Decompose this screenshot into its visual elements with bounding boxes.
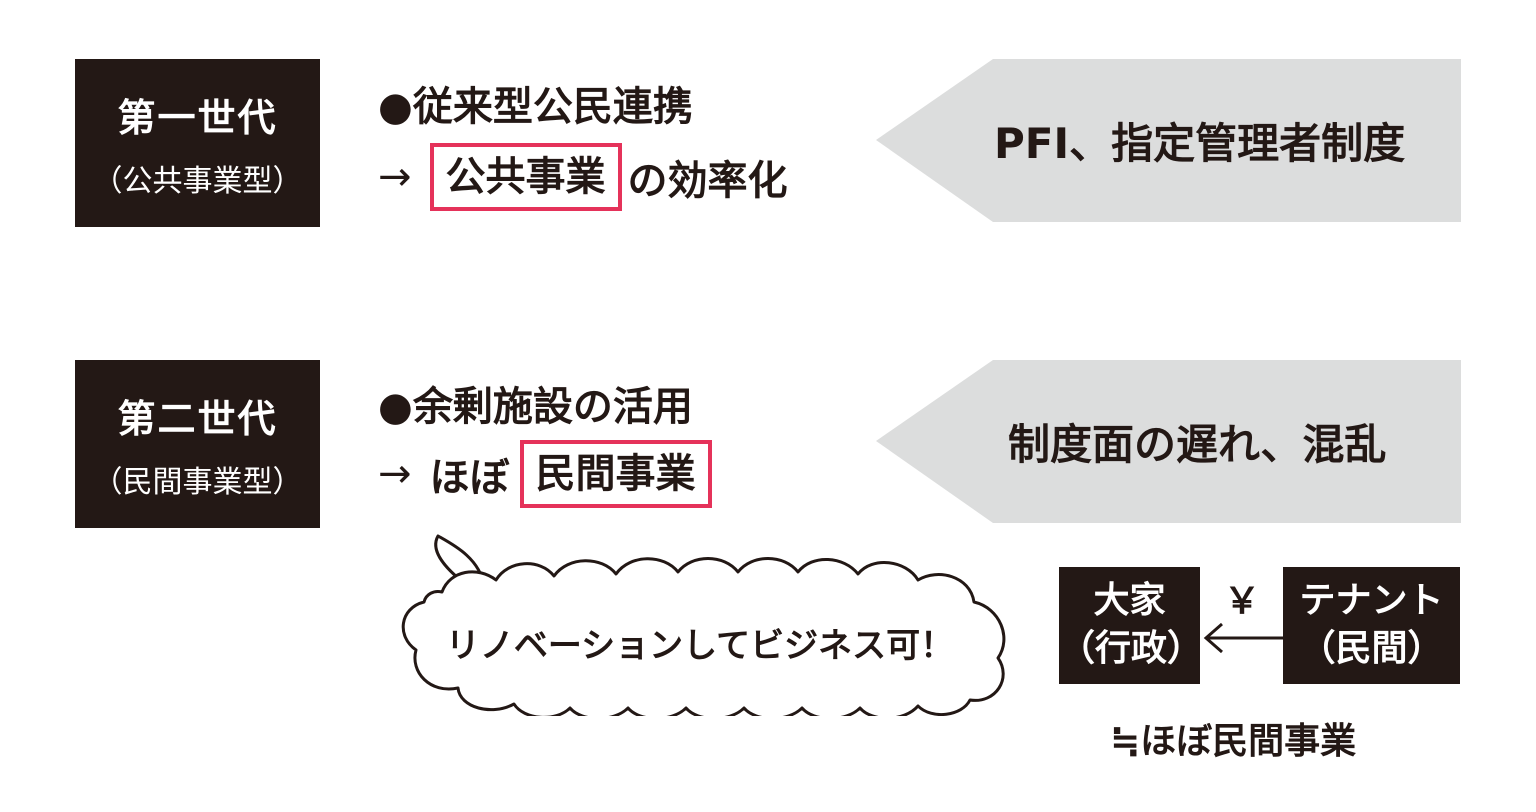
gen2-arrow: → xyxy=(378,451,412,497)
relation-conclusion: ≒ほぼ民間事業 xyxy=(1110,721,1357,762)
gen2-type: （民間事業型） xyxy=(92,465,303,500)
gen2-label: 第二世代 xyxy=(117,397,278,441)
gen1-label-box: 第一世代 （公共事業型） xyxy=(75,59,320,227)
gen1-suffix: の効率化 xyxy=(627,158,788,204)
gen2-label-box: 第二世代 （民間事業型） xyxy=(75,360,320,528)
gen2-banner-shape xyxy=(876,360,1461,523)
gen2-prefix: ほぼ xyxy=(429,455,510,501)
landlord-box: 大家 （行政） xyxy=(1059,567,1204,684)
gen1-subline: → 公共事業 の効率化 xyxy=(378,143,788,211)
gen2-banner: 制度面の遅れ、混乱 xyxy=(876,360,1461,523)
gen1-arrow: → xyxy=(378,154,412,200)
landlord-role: （行政） xyxy=(1059,628,1204,669)
gen1-banner-shape xyxy=(876,59,1461,222)
gen2-boxed-term: 民間事業 xyxy=(519,440,712,508)
gen2-subline: → ほぼ 民間事業 xyxy=(378,440,712,508)
yen-symbol: ￥ xyxy=(1224,581,1261,622)
gen1-banner: PFI、指定管理者制度 xyxy=(876,59,1461,222)
gen2-banner-text: 制度面の遅れ、混乱 xyxy=(1008,420,1387,469)
payment-arrow-icon xyxy=(1203,622,1284,654)
tenant-box: テナント （民間） xyxy=(1283,567,1460,684)
speech-cloud: リノベーションしてビジネス可！ xyxy=(372,528,1028,716)
gen1-heading: ●従来型公民連携 xyxy=(378,84,693,130)
landlord-name: 大家 xyxy=(1093,580,1166,621)
speech-cloud-text: リノベーションしてビジネス可！ xyxy=(445,626,955,666)
gen1-boxed-term: 公共事業 xyxy=(429,143,622,211)
gen1-banner-text: PFI、指定管理者制度 xyxy=(994,119,1406,168)
gen1-type: （公共事業型） xyxy=(92,164,303,199)
gen2-heading: ●余剰施設の活用 xyxy=(378,384,693,430)
speech-cloud-shape xyxy=(401,534,1006,716)
tenant-name: テナント xyxy=(1299,580,1444,621)
gen1-label: 第一世代 xyxy=(117,96,278,140)
tenant-role: （民間） xyxy=(1299,628,1444,669)
